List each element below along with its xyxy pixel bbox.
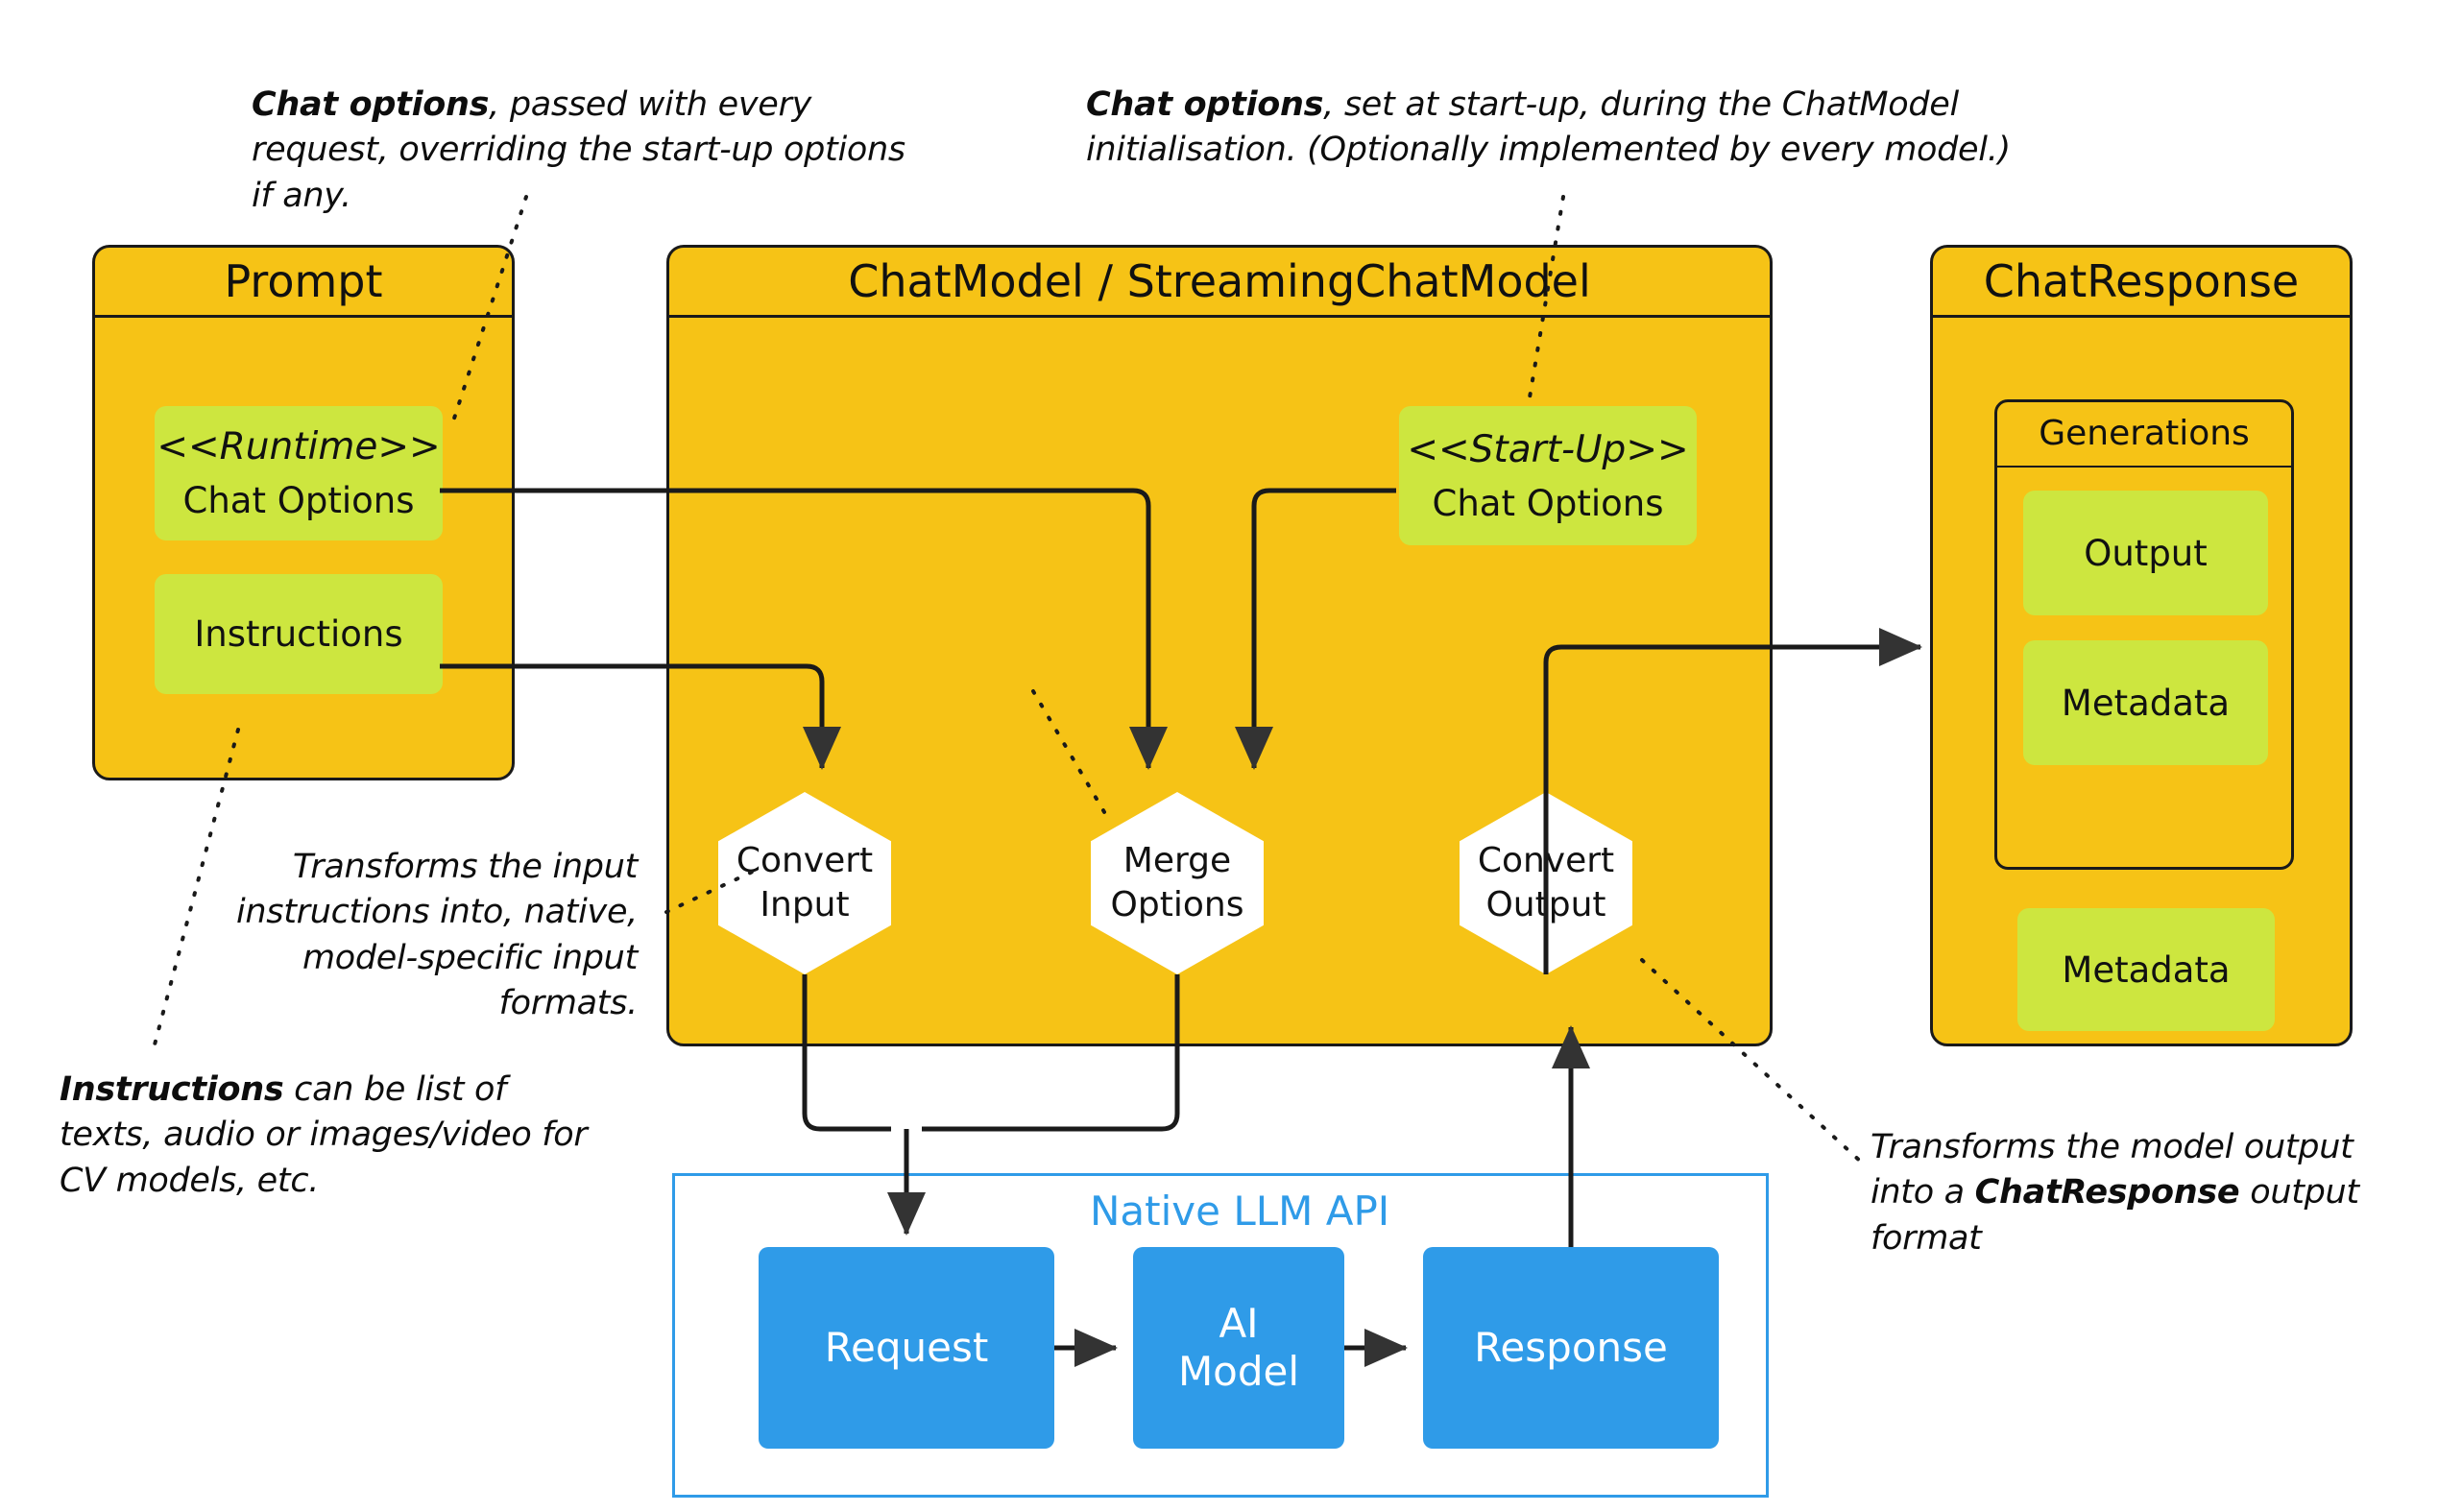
native-llm-api-title: Native LLM API [1090,1188,1390,1235]
api-box-response[interactable]: Response [1423,1247,1719,1449]
api-box-ai-model-line1: AI [1219,1300,1259,1348]
annotation-instructions-rest: can be list of texts, audio or images/vi… [60,1070,588,1200]
startup-chip-label: Chat Options [1432,482,1664,524]
prompt-container: Prompt <<Runtime>> Chat Options Instruct… [92,245,515,780]
api-box-ai-model-line2: Model [1177,1348,1300,1395]
hex-merge-options-line1: Merge [1122,840,1232,880]
generations-metadata-chip[interactable]: Metadata [2023,640,2268,765]
annotation-instructions-lead: Instructions [60,1070,284,1109]
instructions-chip[interactable]: Instructions [155,574,443,694]
runtime-chat-options-chip[interactable]: <<Runtime>> Chat Options [155,406,443,540]
annotation-runtime-rest: , passed with every request, overriding … [252,85,905,215]
annotation-runtime-chat-options: Chat options, passed with every request,… [252,83,924,219]
annotation-convert-output-lead: ChatResponse [1974,1173,2240,1212]
generations-output-chip[interactable]: Output [2023,491,2268,615]
api-box-ai-model[interactable]: AI Model [1133,1247,1344,1449]
generations-output-label: Output [2084,532,2208,574]
chatresponse-title: ChatResponse [1933,248,2350,318]
runtime-chip-label: Chat Options [182,480,415,521]
annotation-convert-output-post: output format [1871,1173,2359,1258]
annotation-startup-chat-options: Chat options, set at start-up, during th… [1086,83,2171,174]
annotation-convert-input: Transforms the input instructions into, … [235,848,638,1022]
prompt-title: Prompt [95,248,512,318]
hex-convert-input-line1: Convert [736,840,874,880]
hex-convert-output-line1: Convert [1477,840,1615,880]
annotation-convert-output-pre: Transforms the model output into a [1871,1128,2354,1212]
annotation-startup-rest: , set at start-up, during the ChatModel … [1086,85,2011,170]
annotation-runtime-lead: Chat options [252,85,490,124]
startup-stereotype: <<Start-Up>> [1407,427,1689,471]
api-box-request[interactable]: Request [759,1247,1054,1449]
chatresponse-metadata-label: Metadata [2062,948,2231,991]
hex-convert-output-line2: Output [1485,885,1606,924]
hex-merge-options-line2: Options [1110,885,1244,924]
generations-title: Generations [1997,402,2291,468]
generations-container: Generations Output Metadata [1994,399,2294,870]
chatmodel-title: ChatModel / StreamingChatModel [669,248,1770,318]
chatresponse-metadata-chip[interactable]: Metadata [2017,908,2275,1031]
chatresponse-container: ChatResponse Generations Output Metadata… [1930,245,2353,1046]
annotation-convert-output: Transforms the model output into a ChatR… [1871,1125,2389,1261]
hex-convert-input-line2: Input [760,885,850,924]
startup-chat-options-chip[interactable]: <<Start-Up>> Chat Options [1399,406,1697,545]
instructions-chip-label: Instructions [194,613,403,655]
runtime-stereotype: <<Runtime>> [157,425,441,468]
annotation-startup-lead: Chat options [1086,85,1324,124]
generations-metadata-label: Metadata [2061,682,2231,724]
api-box-response-label: Response [1474,1324,1668,1372]
api-box-request-label: Request [824,1324,989,1372]
annotation-instructions: Instructions can be list of texts, audio… [60,1068,597,1204]
